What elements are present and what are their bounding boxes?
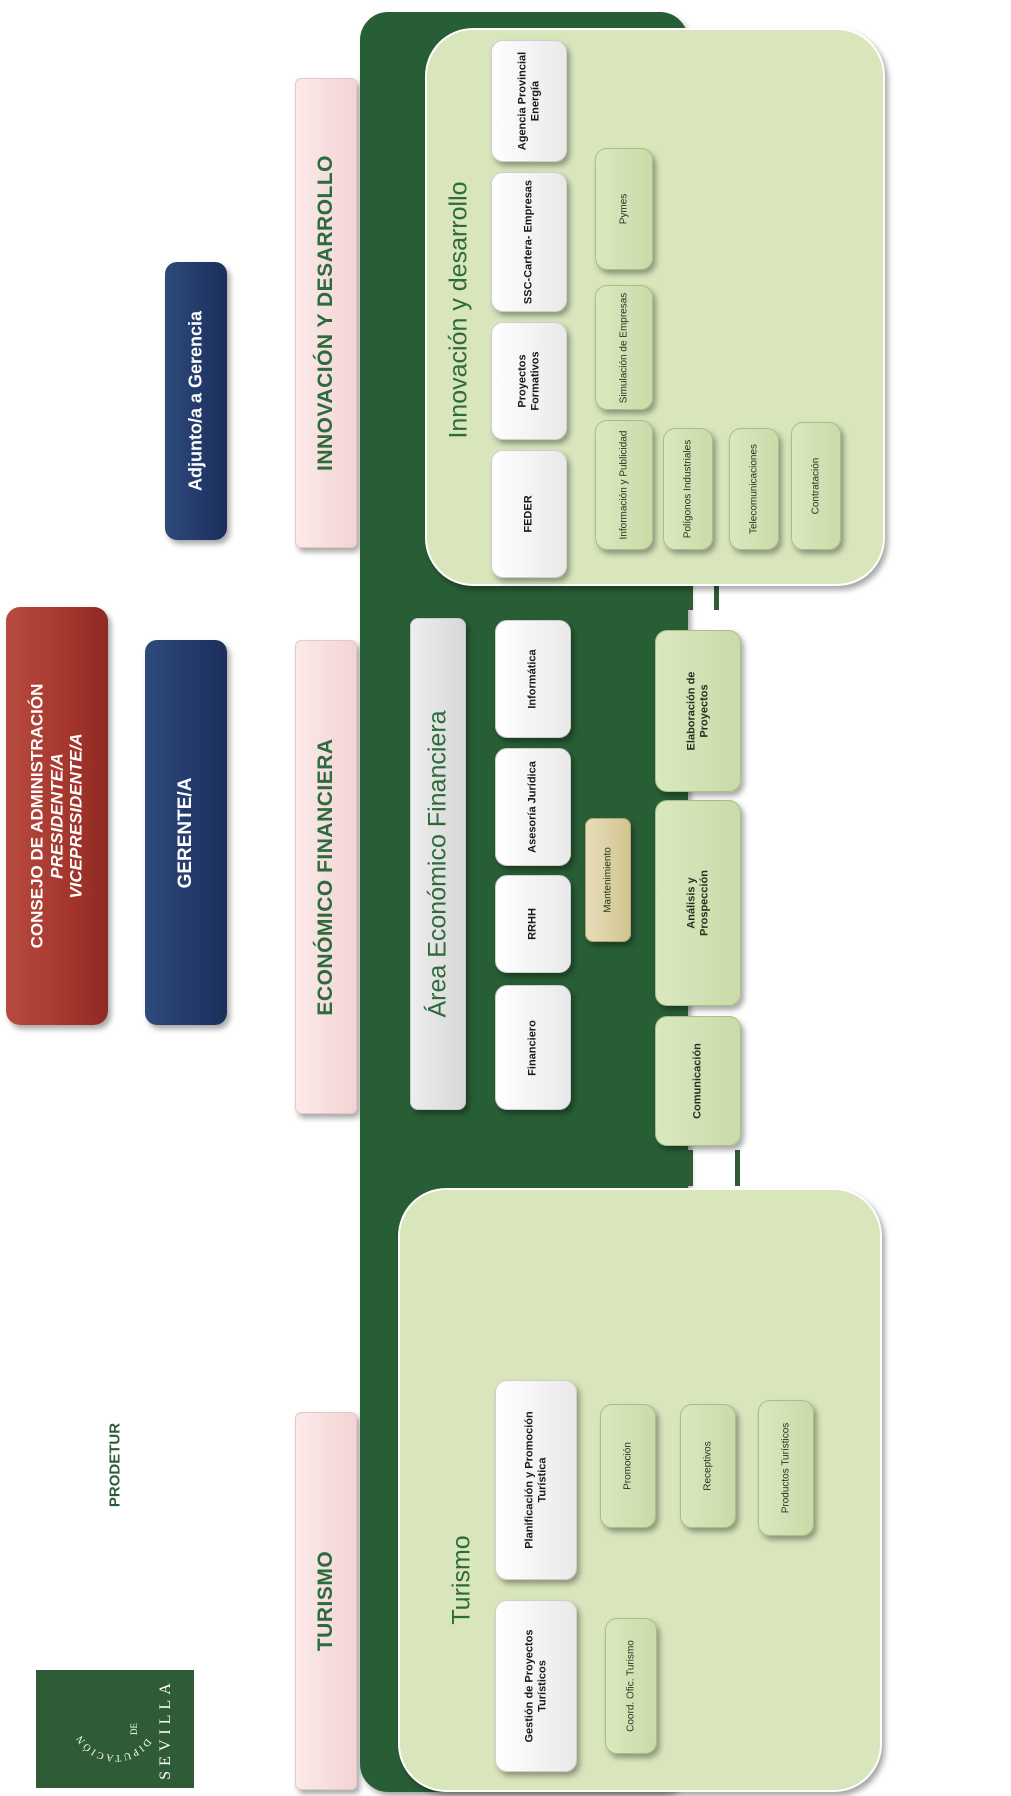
innovation-title-box: Innovación y desarrollo: [435, 50, 483, 570]
subunit-informacion-publicidad: Información y Publicidad: [595, 420, 653, 550]
connector-line: [714, 586, 719, 610]
unit-ssc-cartera-empresas: SSC-Cartera- Empresas: [491, 172, 567, 312]
unit-mantenimiento: Mantenimiento: [585, 818, 631, 942]
unit-financiero: Financiero: [495, 985, 571, 1110]
unit-elaboracion-proyectos: Elaboración de Proyectos: [655, 630, 741, 792]
council-box: CONSEJO DE ADMINISTRACIÓN PRESIDENTE/A V…: [6, 607, 108, 1025]
manager-label: GERENTE/A: [175, 777, 197, 888]
unit-informatica: Informática: [495, 620, 571, 738]
division-tourism-label: TURISMO: [313, 1550, 337, 1652]
connector-line: [735, 1150, 740, 1186]
council-vicepresident: VICEPRESIDENTE/A: [66, 733, 86, 899]
unit-analisis-prospeccion: Análisis y Prospección: [655, 800, 741, 1006]
innovation-panel: Innovación y desarrollo FEDER Proyectos …: [425, 28, 885, 586]
connector-line: [688, 586, 693, 610]
brand-label-box: PRODETUR: [95, 1395, 135, 1535]
unit-planificacion-promocion: Planificación y Promoción Turística: [495, 1380, 577, 1580]
unit-gestion-proyectos: Gestión de Proyectos Turísticos: [495, 1600, 577, 1772]
subunit-receptivos: Receptivos: [680, 1404, 736, 1528]
unit-proyectos-formativos: Proyectos Formativos: [491, 322, 567, 440]
council-title: CONSEJO DE ADMINISTRACIÓN: [27, 683, 47, 949]
diputacion-logo: DIPUTACIÓN DE SEVILLA: [36, 1670, 194, 1788]
division-finance-label: ECONÓMICO FINANCIERA: [313, 738, 337, 1016]
subunit-contratacion: Contratación: [791, 422, 841, 550]
connector-line: [688, 1150, 693, 1186]
unit-comunicacion: Comunicación: [655, 1016, 741, 1146]
unit-agencia-energia: Agencia Provincial Energía: [491, 40, 567, 162]
unit-feder: FEDER: [491, 450, 567, 578]
division-innovation-label: INNOVACIÓN Y DESARROLLO: [313, 154, 337, 472]
subunit-coord-ofic-turismo: Coord. Ofic. Turismo: [605, 1618, 657, 1754]
adjunct-label: Adjunto/a a Gerencia: [185, 310, 206, 492]
council-president: PRESIDENTE/A: [47, 753, 67, 879]
logo-de: DE: [128, 1723, 139, 1735]
division-innovation: INNOVACIÓN Y DESARROLLO: [295, 78, 357, 548]
subunit-pymes: Pymes: [595, 148, 653, 270]
tourism-title: Turismo: [447, 1535, 476, 1625]
finance-area-header: Área Económico Financiera: [410, 618, 466, 1110]
unit-rrhh: RRHH: [495, 875, 571, 973]
brand-label: PRODETUR: [106, 1422, 124, 1508]
adjunct-box: Adjunto/a a Gerencia: [165, 262, 227, 540]
unit-asesoria-juridica: Asesoría Jurídica: [495, 748, 571, 866]
logo-sevilla: SEVILLA: [156, 1678, 174, 1780]
subunit-productos-turisticos: Productos Turísticos: [758, 1400, 814, 1536]
finance-area-title: Área Económico Financiera: [423, 710, 452, 1018]
tourism-panel: Turismo Planificación y Promoción Turíst…: [398, 1188, 882, 1792]
division-tourism: TURISMO: [295, 1412, 357, 1790]
manager-box: GERENTE/A: [145, 640, 227, 1025]
tourism-title-box: Turismo: [438, 1480, 486, 1680]
logo-arc-text: DIPUTACIÓN: [74, 1732, 154, 1764]
innovation-title: Innovación y desarrollo: [444, 181, 473, 439]
subunit-promocion: Promoción: [600, 1404, 656, 1528]
division-finance: ECONÓMICO FINANCIERA: [295, 640, 357, 1114]
subunit-simulacion-empresas: Simulación de Empresas: [595, 285, 653, 410]
subunit-telecomunicaciones: Telecomunicaciones: [729, 428, 779, 550]
subunit-poligonos-industriales: Polígonos Industriales: [663, 428, 713, 550]
